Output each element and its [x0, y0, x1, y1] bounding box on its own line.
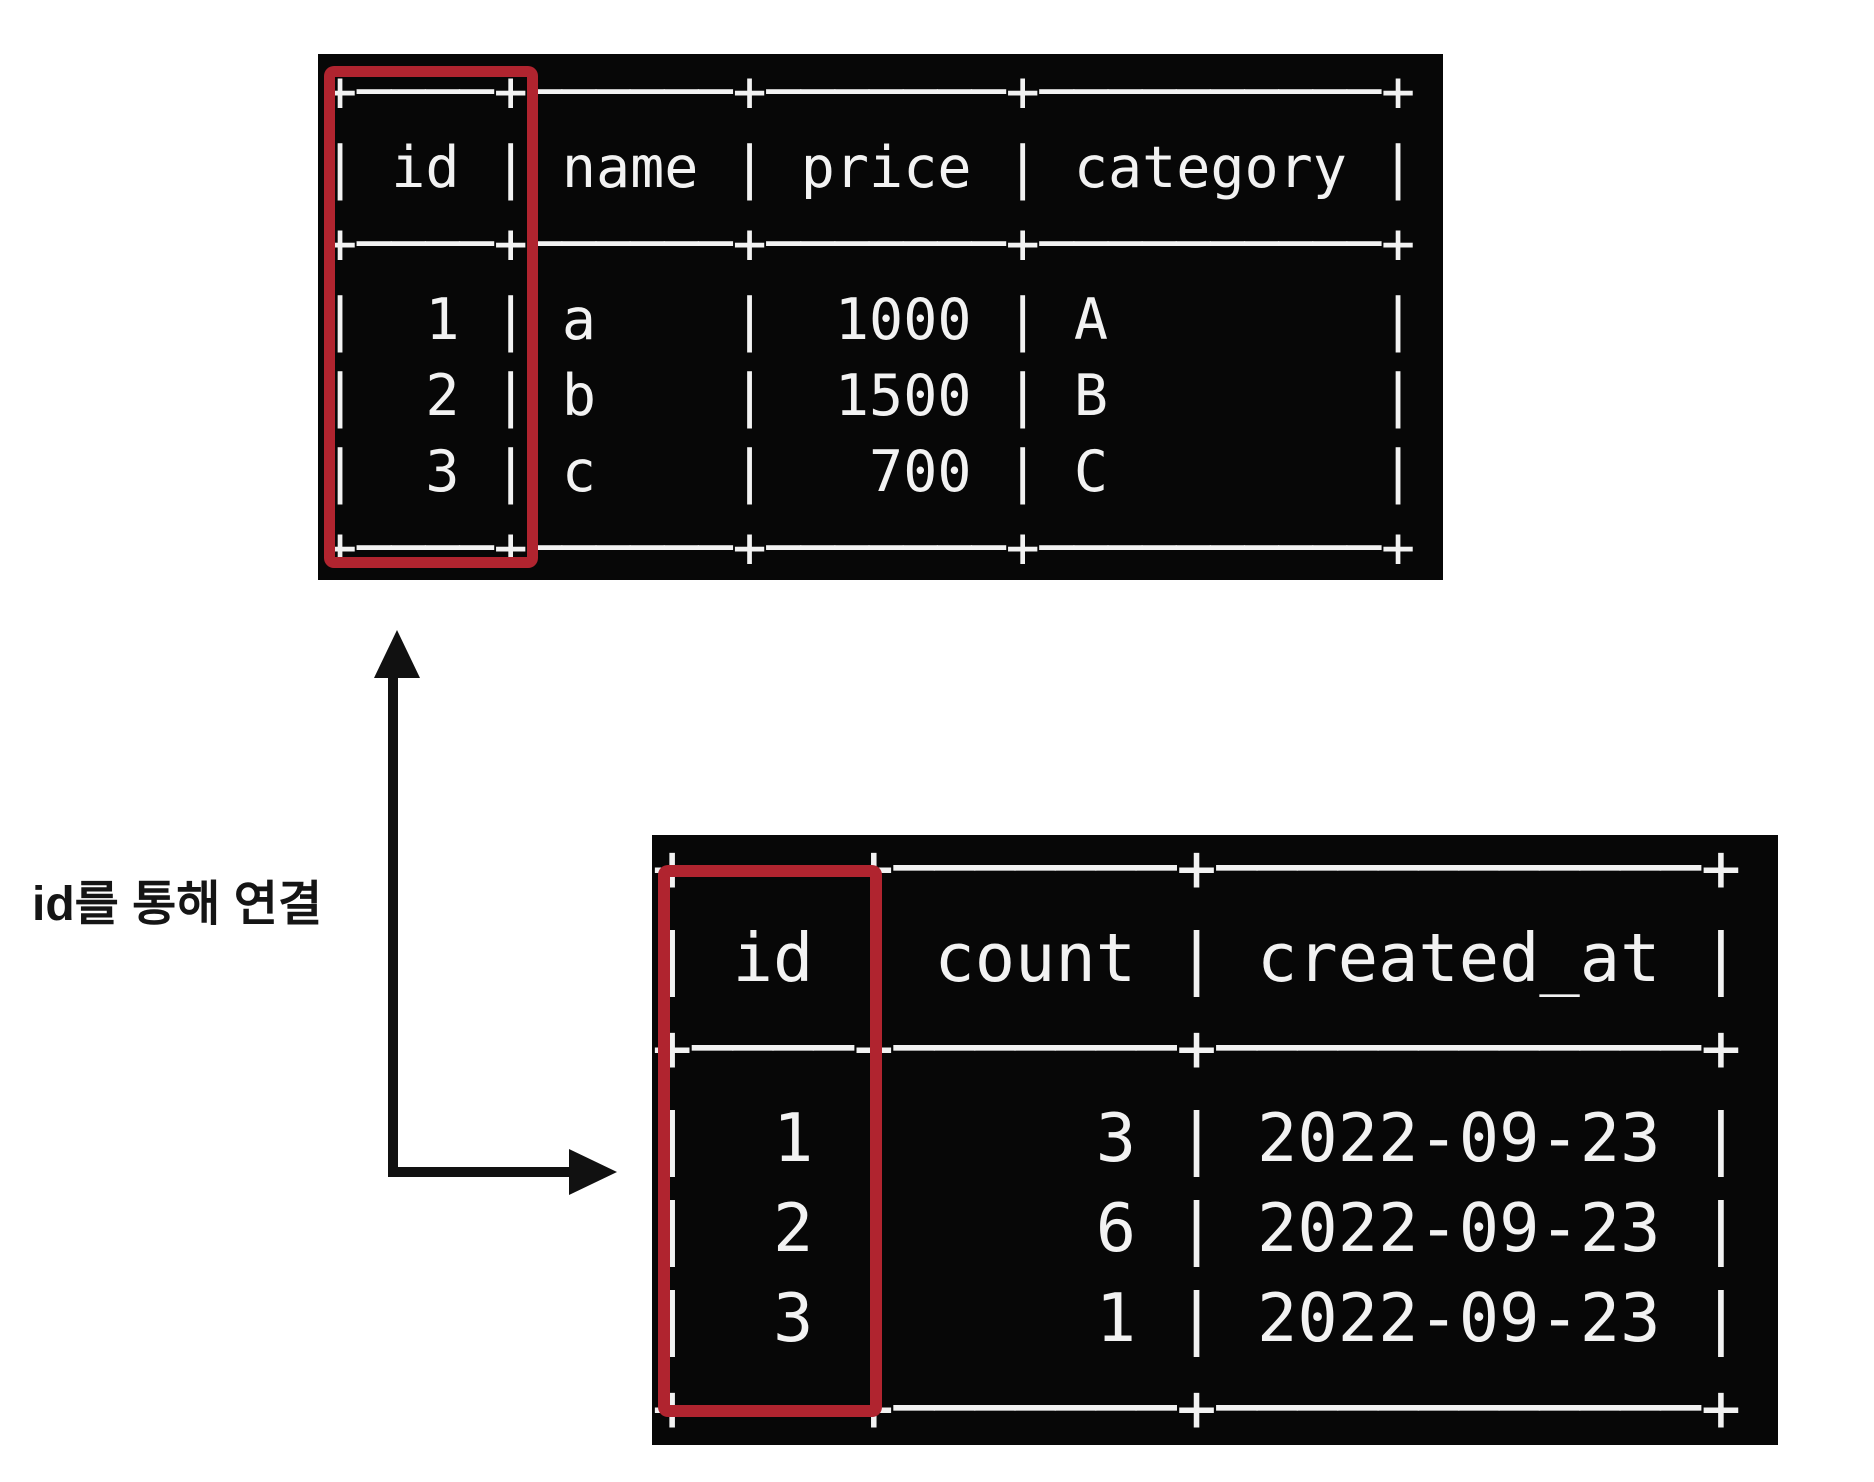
arrowhead-up-icon [374, 630, 420, 678]
ascii-line: | 1 | 3 | 2022-09-23 | [652, 1099, 1742, 1177]
arrowhead-right-icon [569, 1149, 617, 1195]
ascii-line: +────+───────+────────────+ [652, 1009, 1742, 1087]
connector-line [388, 665, 570, 1177]
ascii-line: +────+──────+───────+──────────+ [323, 515, 1416, 581]
orders-terminal-panel [652, 835, 1778, 1445]
ascii-line: | 3 | 1 | 2022-09-23 | [652, 1279, 1742, 1357]
id-column-highlight-orders [658, 865, 882, 1417]
products-ascii-table: +────+──────+───────+──────────+ | id | … [323, 54, 1415, 586]
ascii-line: | 2 | 6 | 2022-09-23 | [652, 1189, 1742, 1267]
ascii-line: | 3 | c | 700 | C | [323, 439, 1416, 505]
join-annotation-label: id를 통해 연결 [32, 878, 323, 931]
products-terminal-panel [318, 54, 1443, 580]
ascii-line: +────+──────+───────+──────────+ [323, 211, 1416, 277]
ascii-line: | 1 | a | 1000 | A | [323, 287, 1416, 353]
id-column-highlight-products [324, 66, 538, 568]
ascii-line: | 2 | b | 1500 | B | [323, 363, 1416, 429]
ascii-line: | id | name | price | category | [323, 135, 1416, 201]
ascii-line: | id | count | created_at | [652, 919, 1742, 997]
